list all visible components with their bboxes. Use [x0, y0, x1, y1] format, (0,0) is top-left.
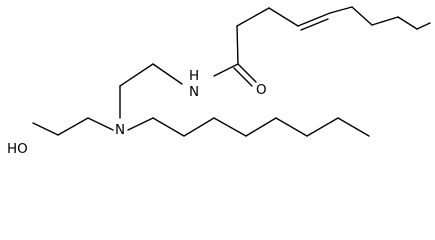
bond-n-hoch2	[87, 117, 114, 131]
amide-group: O H N	[189, 63, 267, 100]
bond-nh-ch2a	[152, 63, 183, 85]
carbonyl-bond-1	[237, 63, 257, 83]
atom-label-n: N	[115, 122, 125, 138]
bond-carbonyl-nh	[213, 63, 239, 77]
bond-oct1-oct2	[152, 117, 185, 137]
atom-label-ho: HO	[7, 141, 28, 156]
bond-c5-c6	[416, 22, 431, 30]
ethylene-linker	[119, 63, 183, 119]
octenoyl-chain	[236, 6, 431, 65]
bond-alpha-carbonyl	[236, 25, 239, 65]
bond-ch2a-ch2b	[119, 63, 154, 87]
bond-c0-cc	[268, 7, 299, 27]
bond-double-inner	[300, 18, 329, 31]
molecule-diagram: O H N N HO	[7, 6, 431, 156]
bond-oct7-oct8	[337, 117, 370, 137]
bond-oct3-oct4	[213, 117, 247, 137]
bond-oct5-oct6	[275, 117, 308, 137]
bond-oct4-oct5	[245, 117, 277, 137]
bond-cc-cc2	[236, 7, 270, 27]
nh-h: H	[189, 68, 199, 84]
bond-c1-c0	[297, 12, 331, 27]
bond-n-oct1	[127, 117, 154, 131]
amine-group: N HO	[7, 117, 125, 156]
bond-c1-c2	[329, 6, 353, 14]
atom-label-nh: H N	[189, 68, 203, 100]
carbonyl-bond-2	[233, 67, 253, 87]
bond-c4-c5	[397, 16, 418, 30]
bond-c3-c4	[371, 16, 399, 26]
bond-hoch2-ch2	[57, 117, 89, 136]
bond-oct6-oct7	[306, 117, 339, 137]
bond-ch2-oh	[32, 122, 59, 136]
octyl-chain	[127, 117, 370, 137]
atom-label-o: O	[256, 82, 267, 98]
bond-c2-c3	[351, 6, 373, 26]
nh-n: N	[189, 84, 199, 100]
bond-oct2-oct3	[183, 117, 215, 137]
